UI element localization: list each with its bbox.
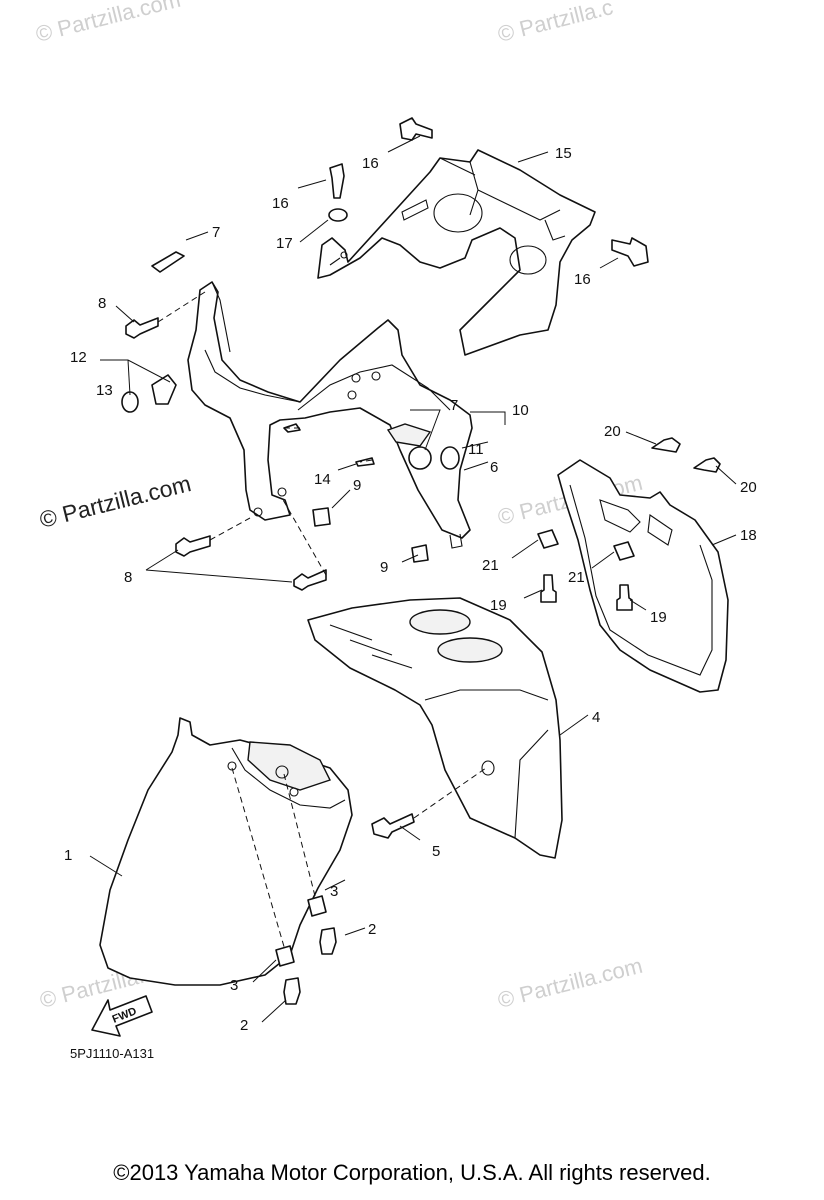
callout-2b: 2 xyxy=(240,1017,248,1034)
watermark-top-right: © Partzilla.c xyxy=(495,0,615,47)
watermark-top-left: © Partzilla.com xyxy=(33,0,183,47)
fasteners xyxy=(121,117,721,1005)
callout-8b: 8 xyxy=(124,569,132,586)
part-6-cowling xyxy=(187,281,473,549)
callout-18: 18 xyxy=(740,527,757,544)
callout-20b: 20 xyxy=(740,479,757,496)
part-15-bracket xyxy=(317,149,596,356)
callout-10: 10 xyxy=(512,402,529,419)
callout-19b: 19 xyxy=(650,609,667,626)
watermark-main: © Partzilla.com xyxy=(37,470,194,533)
callout-2a: 2 xyxy=(368,921,376,938)
part-18-side-cover xyxy=(557,459,729,693)
callout-16c: 16 xyxy=(574,271,591,288)
callout-20a: 20 xyxy=(604,423,621,440)
callout-17: 17 xyxy=(276,235,293,252)
leader-lines xyxy=(89,135,737,1023)
callout-16b: 16 xyxy=(272,195,289,212)
callout-9a: 9 xyxy=(353,477,361,494)
callout-15: 15 xyxy=(555,145,572,162)
callout-11: 11 xyxy=(468,441,484,458)
callout-13: 13 xyxy=(96,382,113,399)
part-1-front-fender xyxy=(99,717,353,986)
copyright-notice: ©2013 Yamaha Motor Corporation, U.S.A. A… xyxy=(113,1160,711,1185)
diagram-code: 5PJ1110-A131 xyxy=(70,1046,154,1061)
part-4-inner-panel xyxy=(307,597,563,859)
callout-3a: 3 xyxy=(330,883,338,900)
callout-21a: 21 xyxy=(482,557,499,574)
callout-3b: 3 xyxy=(230,977,238,994)
callout-5: 5 xyxy=(432,843,440,860)
callout-1: 1 xyxy=(64,847,72,864)
watermark-bottom-right: © Partzilla.com xyxy=(495,953,645,1013)
callout-21b: 21 xyxy=(568,569,585,586)
callout-7a: 7 xyxy=(212,224,220,241)
callout-12: 12 xyxy=(70,349,87,366)
assembly-lines xyxy=(157,291,487,951)
callout-8a: 8 xyxy=(98,295,106,312)
callout-19a: 19 xyxy=(490,597,507,614)
callout-14: 14 xyxy=(314,471,331,488)
callout-6: 6 xyxy=(490,459,498,476)
fwd-arrow-icon: FWD xyxy=(91,995,153,1037)
callout-9b: 9 xyxy=(380,559,388,576)
callout-16a: 16 xyxy=(362,155,379,172)
yamaha-emblem xyxy=(386,423,432,447)
callout-labels: 16 16 17 15 16 7 8 12 13 7 10 11 14 9 6 … xyxy=(64,145,757,1034)
callout-7b: 7 xyxy=(450,397,458,414)
callout-4: 4 xyxy=(592,709,600,726)
